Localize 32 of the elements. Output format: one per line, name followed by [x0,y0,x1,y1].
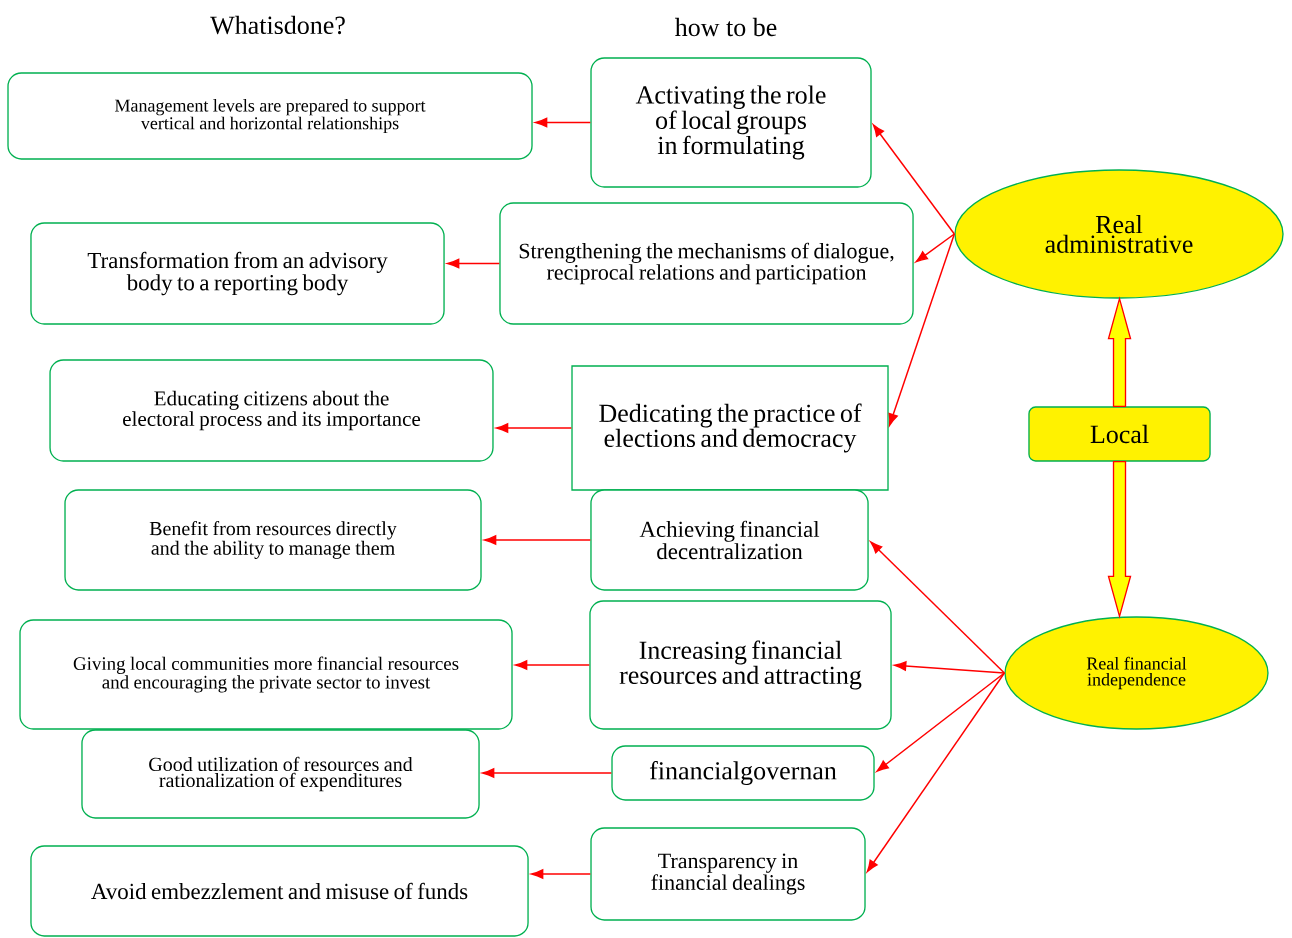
process-box: Dedicating the practice of elections and democracy [571,365,889,491]
arrow [496,423,573,433]
rounded-box: Transformation from an advisory body to a reporting body [30,222,445,325]
rounded-box: Avoid embezzlement and misuse of funds [30,845,529,937]
rounded-box: financialgovernan [611,745,875,801]
arrow [447,258,501,269]
arrow [876,672,1006,772]
arrow [888,233,956,426]
arrow [915,233,956,263]
rounded-box: Educating citizens about the electoral process and its importance [49,359,494,462]
arrow [482,768,613,778]
column-heading: Whatisdone? [210,15,345,35]
rounded-box: Activating the role of local groups in formulating [590,57,872,188]
arrow [484,535,592,545]
rounded-box: Transparency in financial dealings [590,827,866,921]
rounded-box: Strengthening the mechanisms of dialogue, reciprocal relations and participation [499,202,914,325]
arrow [894,661,1006,674]
arrow [1107,296,1132,407]
rounded-box: Good utilization of resources and rationalization of expenditures [81,729,480,819]
arrow [866,672,1006,873]
arrow [1107,461,1132,619]
rounded-box: Local [1028,406,1211,462]
arrow [531,869,592,879]
arrow [872,124,956,235]
arrow [515,660,591,670]
rounded-box: Increasing financial resources and attracting [589,600,892,730]
rounded-box: Achieving financial decentralization [590,489,869,591]
rounded-box: Giving local communities more financial resources and encouraging the private sector to invest [19,619,513,730]
rounded-box: Benefit from resources directly and the ability to manage them [64,489,482,591]
arrow [870,541,1006,674]
rounded-box: Management levels are prepared to support vertical and horizontal relationships [7,72,533,160]
arrow [535,117,592,128]
